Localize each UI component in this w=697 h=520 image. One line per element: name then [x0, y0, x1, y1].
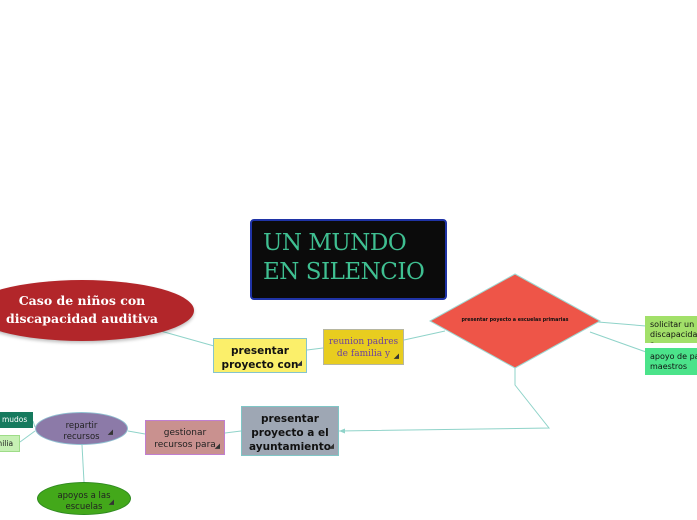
- escuelas-node-label[interactable]: presentar poyecto a escuelas primarias: [461, 318, 569, 323]
- ayuntamiento-node[interactable]: presentar proyecto a el ayuntamiento ◢: [241, 406, 339, 456]
- expand-caret-icon[interactable]: ◢: [296, 359, 302, 367]
- gestionar-line-1: gestionar: [163, 428, 207, 438]
- link-escuelas-solicitar: [597, 321, 647, 327]
- caso-line-1: Caso de niños con: [18, 293, 146, 308]
- escuelas-diamond: [428, 273, 602, 369]
- repartir-line-1: repartir: [65, 421, 98, 431]
- link-gestionar-repartir: [127, 430, 146, 435]
- caso-node[interactable]: Caso de niños con discapacidad auditiva: [0, 280, 194, 341]
- link-presentar-reunion: [306, 347, 324, 351]
- reunion-line-2: de familia y: [336, 349, 391, 359]
- apoyo-padres-node[interactable]: apoyo de pad maestros: [645, 348, 697, 375]
- mudos-node[interactable]: s mudos: [0, 412, 33, 428]
- apoyos-escuelas-node[interactable]: apoyos a las escuelas ◢: [37, 482, 131, 515]
- presentar-proyecto-line-1: presentar: [231, 345, 289, 357]
- presentar-proyecto-line-2: proyecto con: [221, 359, 299, 371]
- caso-line-2: discapacidad auditiva: [6, 311, 158, 326]
- expand-caret-icon[interactable]: ◢: [328, 442, 334, 450]
- link-repartir-apoyos: [81, 444, 85, 483]
- title-node[interactable]: UN MUNDO EN SILENCIO: [250, 219, 447, 300]
- expand-caret-icon[interactable]: ◢: [108, 498, 114, 506]
- title-line-1: UN MUNDO: [263, 230, 407, 256]
- title-line-2: EN SILENCIO: [263, 259, 425, 285]
- link-repartir-familia: [19, 430, 36, 443]
- solicitar-node[interactable]: solicitar un m discapacidad a: [645, 316, 697, 343]
- repartir-line-2: recursos: [63, 432, 100, 442]
- link-ayuntamiento-gestionar: [224, 430, 242, 434]
- ayuntamiento-line-1: presentar: [261, 413, 319, 425]
- link-escuelas-apoyo: [589, 331, 647, 353]
- link-escuelas-ayuntamiento: [338, 368, 551, 432]
- connector-arrowhead: [339, 428, 345, 434]
- ayuntamiento-line-2: proyecto a el: [251, 427, 329, 439]
- presentar-proyecto-node[interactable]: presentar proyecto con ◢: [213, 338, 307, 373]
- gestionar-line-2: recursos para: [154, 440, 216, 450]
- link-repartir-mudos: [32, 420, 36, 428]
- apoyo-padres-line-2: maestros: [650, 362, 688, 371]
- expand-caret-icon[interactable]: ◢: [107, 428, 113, 436]
- reunion-node[interactable]: reunion padres de familia y ◢: [323, 329, 404, 365]
- expand-caret-icon[interactable]: ◢: [393, 352, 399, 360]
- link-reunion-escuelas: [403, 330, 446, 341]
- ayuntamiento-line-3: ayuntamiento: [248, 441, 332, 453]
- apoyos-line-2: escuelas: [65, 502, 103, 512]
- apoyo-padres-line-1: apoyo de pad: [650, 352, 697, 361]
- gestionar-node[interactable]: gestionar recursos para ◢: [145, 420, 225, 455]
- expand-caret-icon[interactable]: ◢: [214, 442, 220, 450]
- solicitar-line-1: solicitar un m: [650, 320, 697, 329]
- repartir-node[interactable]: repartir recursos ◢: [35, 412, 128, 445]
- reunion-line-1: reunion padres: [328, 337, 399, 347]
- apoyos-line-1: apoyos a las: [57, 491, 111, 501]
- solicitar-line-2: discapacidad a: [650, 330, 697, 343]
- familia-node[interactable]: milia: [0, 435, 20, 452]
